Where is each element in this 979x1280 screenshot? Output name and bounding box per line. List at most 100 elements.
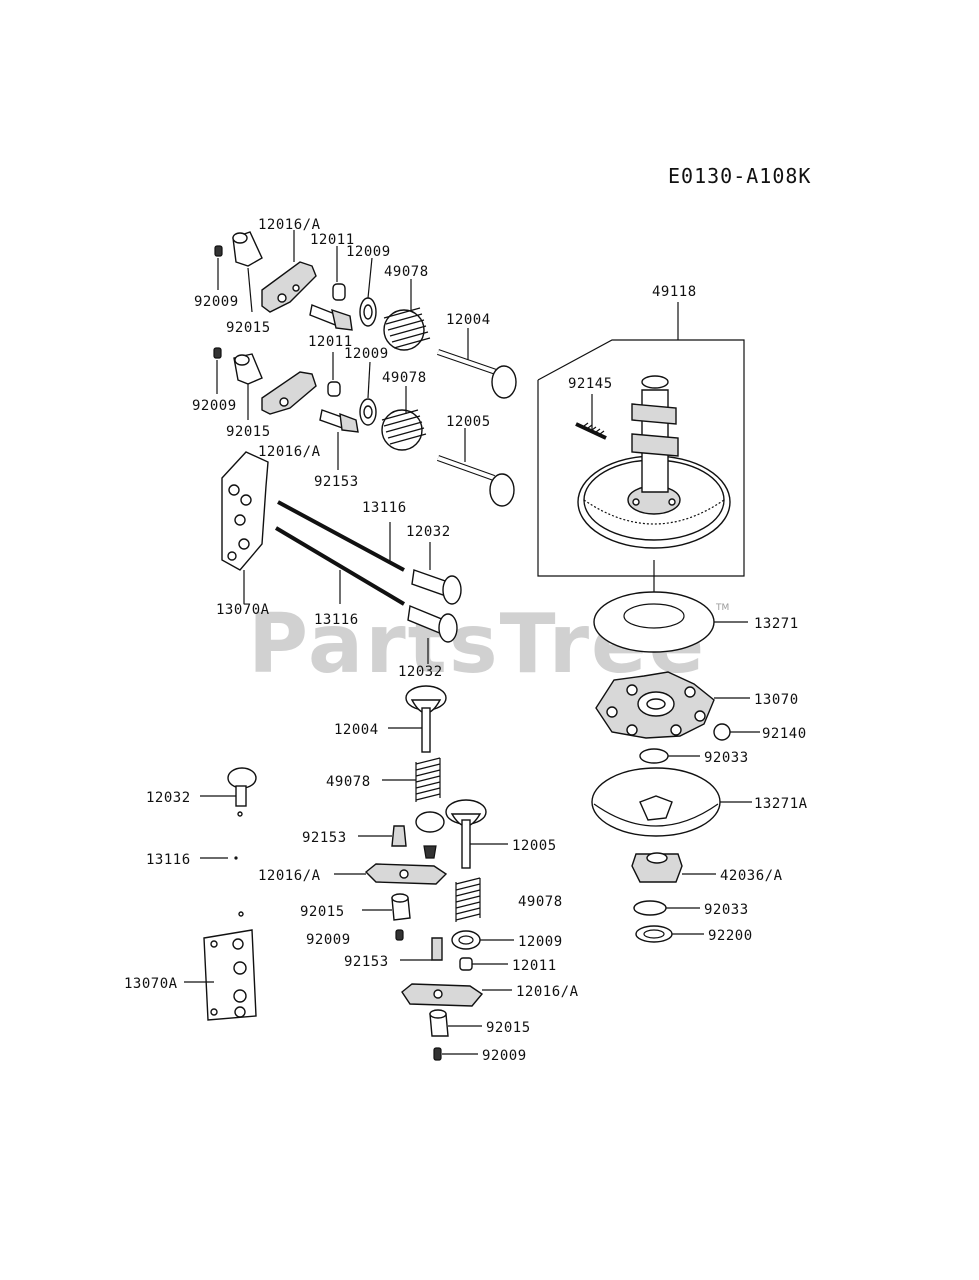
label-92153-low[interactable]: 92153: [302, 830, 347, 846]
part-12016a-top[interactable]: [261, 230, 317, 313]
label-92033-b[interactable]: 92033: [704, 902, 749, 918]
part-12009-lower[interactable]: [451, 930, 514, 950]
part-12032-lone[interactable]: [200, 767, 257, 817]
part-42036a-governor[interactable]: [631, 852, 716, 883]
part-13070a-lower[interactable]: [184, 911, 257, 1021]
label-12016a-low2[interactable]: 12016/A: [516, 984, 579, 1000]
part-92009-top[interactable]: [214, 245, 223, 290]
label-12016a-top[interactable]: 12016/A: [258, 217, 321, 233]
part-13070-holder[interactable]: [595, 671, 750, 739]
part-12016a-lower[interactable]: [334, 863, 448, 885]
part-12032-upper[interactable]: [411, 542, 462, 605]
part-92009-lower2[interactable]: [433, 1047, 478, 1061]
label-13070[interactable]: 13070: [754, 692, 799, 708]
part-92145-pin[interactable]: [575, 394, 607, 440]
label-42036a[interactable]: 42036/A: [720, 868, 783, 884]
label-12016a-mid[interactable]: 12016/A: [258, 444, 321, 460]
part-92153-lower2[interactable]: [400, 937, 443, 961]
label-12005-low[interactable]: 12005: [512, 838, 557, 854]
part-13116-lower[interactable]: [274, 526, 406, 606]
label-92015-low[interactable]: 92015: [300, 904, 345, 920]
label-49078-top[interactable]: 49078: [384, 264, 429, 280]
label-92009-mid[interactable]: 92009: [192, 398, 237, 414]
label-92009-low2[interactable]: 92009: [482, 1048, 527, 1064]
part-92009-mid[interactable]: [213, 347, 222, 394]
diagram-code: E0130-A108K: [668, 164, 811, 188]
label-13116-a[interactable]: 13116: [362, 500, 407, 516]
part-13271a-plate[interactable]: [591, 767, 752, 837]
label-13271a[interactable]: 13271A: [754, 796, 808, 812]
label-12005-mid[interactable]: 12005: [446, 414, 491, 430]
part-12004-lower[interactable]: [388, 685, 447, 753]
label-49078-low2[interactable]: 49078: [518, 894, 563, 910]
part-cap-lower[interactable]: [415, 811, 445, 859]
label-92153-mid[interactable]: 92153: [314, 474, 359, 490]
part-12005-mid[interactable]: [436, 428, 515, 507]
part-49078-lower2[interactable]: [455, 877, 481, 922]
part-92200-washer[interactable]: [635, 925, 704, 943]
label-12032-low[interactable]: 12032: [146, 790, 191, 806]
part-92015-mid[interactable]: [233, 353, 263, 420]
label-13070a-low[interactable]: 13070A: [124, 976, 178, 992]
label-12009-top[interactable]: 12009: [346, 244, 391, 260]
label-12004-low[interactable]: 12004: [334, 722, 379, 738]
part-labels: 12016/A 12011 12009 49078 92009 92015 12…: [124, 217, 808, 1064]
part-49078-mid[interactable]: [381, 386, 427, 451]
part-92153-mid[interactable]: [319, 409, 359, 470]
label-12032-a[interactable]: 12032: [406, 524, 451, 540]
label-12016a-low[interactable]: 12016/A: [258, 868, 321, 884]
part-12004-top[interactable]: [437, 328, 517, 399]
label-92015-top[interactable]: 92015: [226, 320, 271, 336]
label-12004-top[interactable]: 12004: [446, 312, 491, 328]
part-13070a-upper[interactable]: [221, 451, 269, 604]
part-49118-camshaft[interactable]: [577, 375, 731, 549]
label-92015-mid[interactable]: 92015: [226, 424, 271, 440]
part-92140-ball[interactable]: [713, 723, 760, 741]
label-92200[interactable]: 92200: [708, 928, 753, 944]
label-12009-low[interactable]: 12009: [518, 934, 563, 950]
label-92145[interactable]: 92145: [568, 376, 613, 392]
label-92140[interactable]: 92140: [762, 726, 807, 742]
part-49078-top[interactable]: [383, 279, 431, 351]
label-92153-low2[interactable]: 92153: [344, 954, 389, 970]
part-12009-top[interactable]: [359, 257, 377, 327]
label-13116-low[interactable]: 13116: [146, 852, 191, 868]
part-92015-lower2[interactable]: [429, 1009, 482, 1037]
part-12016a-lower2[interactable]: [401, 983, 512, 1007]
part-13271-plate[interactable]: [593, 560, 748, 653]
label-92015-low2[interactable]: 92015: [486, 1020, 531, 1036]
label-49118[interactable]: 49118: [652, 284, 697, 300]
part-13116-upper[interactable]: [277, 500, 405, 572]
label-12009-mid[interactable]: 12009: [344, 346, 389, 362]
label-49078-low[interactable]: 49078: [326, 774, 371, 790]
rocker-assembly-mid: [213, 347, 515, 507]
label-13070a-a[interactable]: 13070A: [216, 602, 270, 618]
part-49078-lower[interactable]: [382, 757, 441, 802]
part-92033-upper[interactable]: [639, 748, 700, 764]
label-12011-top[interactable]: 12011: [310, 232, 355, 248]
part-92153-lower[interactable]: [358, 825, 407, 847]
label-12011-low[interactable]: 12011: [512, 958, 557, 974]
part-12011-mid[interactable]: [327, 352, 341, 397]
part-12011-lower[interactable]: [459, 957, 508, 971]
label-92009-low[interactable]: 92009: [306, 932, 351, 948]
label-13116-b[interactable]: 13116: [314, 612, 359, 628]
part-12032-lower[interactable]: [407, 605, 458, 664]
part-13116-lone[interactable]: [200, 856, 238, 860]
part-92153-top[interactable]: [309, 304, 353, 331]
part-92015-lower[interactable]: [362, 893, 411, 921]
part-12009-mid[interactable]: [359, 361, 377, 426]
part-12016a-mid[interactable]: [261, 371, 317, 415]
part-12005-lower[interactable]: [445, 799, 508, 869]
part-92009-lower[interactable]: [395, 929, 404, 941]
part-92033-lower[interactable]: [633, 900, 700, 916]
label-49078-mid[interactable]: 49078: [382, 370, 427, 386]
label-12032-b[interactable]: 12032: [398, 664, 443, 680]
label-12011-mid[interactable]: 12011: [308, 334, 353, 350]
part-92015-top[interactable]: [232, 231, 263, 313]
label-13271[interactable]: 13271: [754, 616, 799, 632]
rocker-assembly-top: [214, 230, 517, 399]
part-12011-top[interactable]: [332, 246, 346, 301]
label-92009-top[interactable]: 92009: [194, 294, 239, 310]
label-92033-a[interactable]: 92033: [704, 750, 749, 766]
